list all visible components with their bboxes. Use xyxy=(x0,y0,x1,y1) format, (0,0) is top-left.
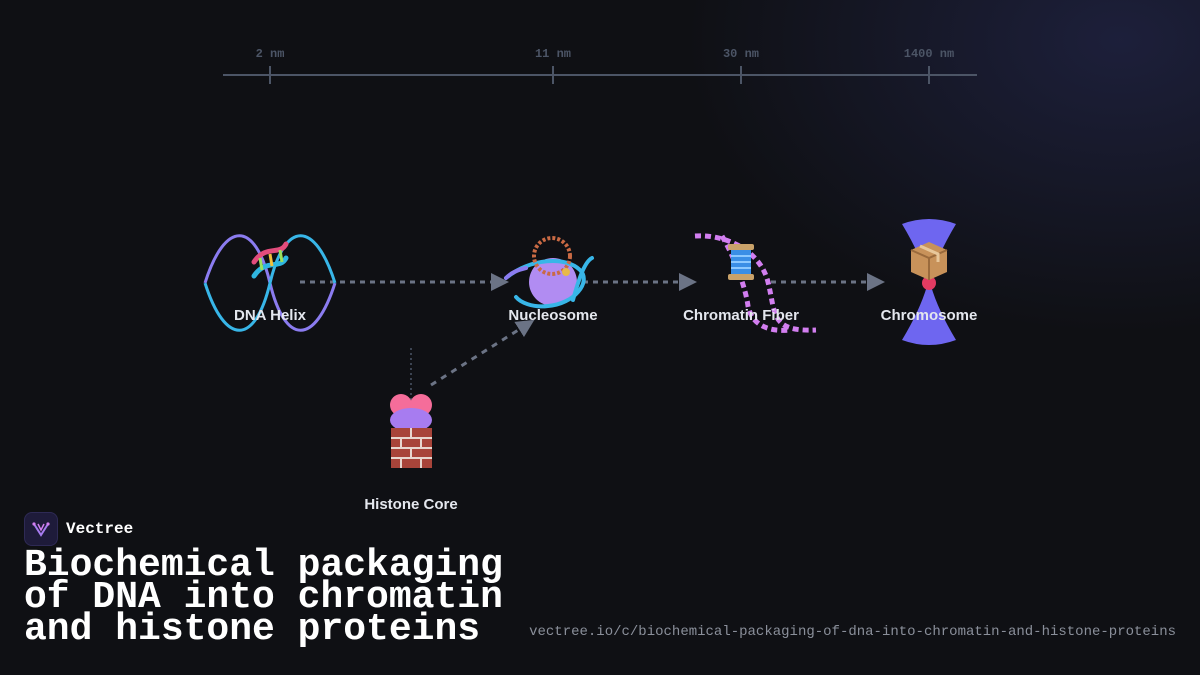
node-chromosome: Chromosome xyxy=(881,219,978,345)
brand-name: Vectree xyxy=(66,520,134,538)
prayer-beads-icon xyxy=(532,236,572,276)
package-icon xyxy=(910,242,948,280)
nucleosome-label: Nucleosome xyxy=(508,307,597,324)
dna-helix-illustration xyxy=(203,234,337,332)
histone-octamer-illustration xyxy=(390,394,432,432)
node-nucleosome: Nucleosome xyxy=(504,236,598,324)
flow-arrows xyxy=(300,273,885,387)
thread-spool-icon xyxy=(728,244,754,280)
scale-label-11nm: 11 nm xyxy=(535,47,571,61)
chromosome-centromere xyxy=(922,276,936,290)
dna-icon xyxy=(251,241,289,279)
node-histone-core: Histone Core xyxy=(364,348,458,513)
chromosome-lower-arm xyxy=(902,286,956,345)
histone-core-label: Histone Core xyxy=(364,496,457,513)
node-chromatin-fiber: Chromatin Fiber xyxy=(683,233,817,333)
chromatin-fiber-label: Chromatin Fiber xyxy=(683,307,799,324)
chromatin-fiber-coil xyxy=(694,233,817,333)
nucleosome-dna-wrap xyxy=(504,259,586,309)
size-scale: 2 nm 11 nm 30 nm 1400 nm xyxy=(223,47,977,84)
vectree-logo-icon xyxy=(24,512,58,546)
arrow-histone-to-nucleosome xyxy=(430,319,535,387)
dna-helix-label: DNA Helix xyxy=(234,307,307,324)
scale-label-2nm: 2 nm xyxy=(256,47,285,61)
chromosome-label: Chromosome xyxy=(881,307,978,324)
brick-icon xyxy=(391,428,432,468)
brand[interactable]: Vectree xyxy=(24,512,133,546)
scale-label-1400nm: 1400 nm xyxy=(904,47,954,61)
scale-label-30nm: 30 nm xyxy=(723,47,759,61)
page-title: Biochemical packaging of DNA into chroma… xyxy=(24,544,503,651)
node-dna-helix: DNA Helix xyxy=(203,234,337,332)
page-url[interactable]: vectree.io/c/biochemical-packaging-of-dn… xyxy=(529,624,1176,640)
